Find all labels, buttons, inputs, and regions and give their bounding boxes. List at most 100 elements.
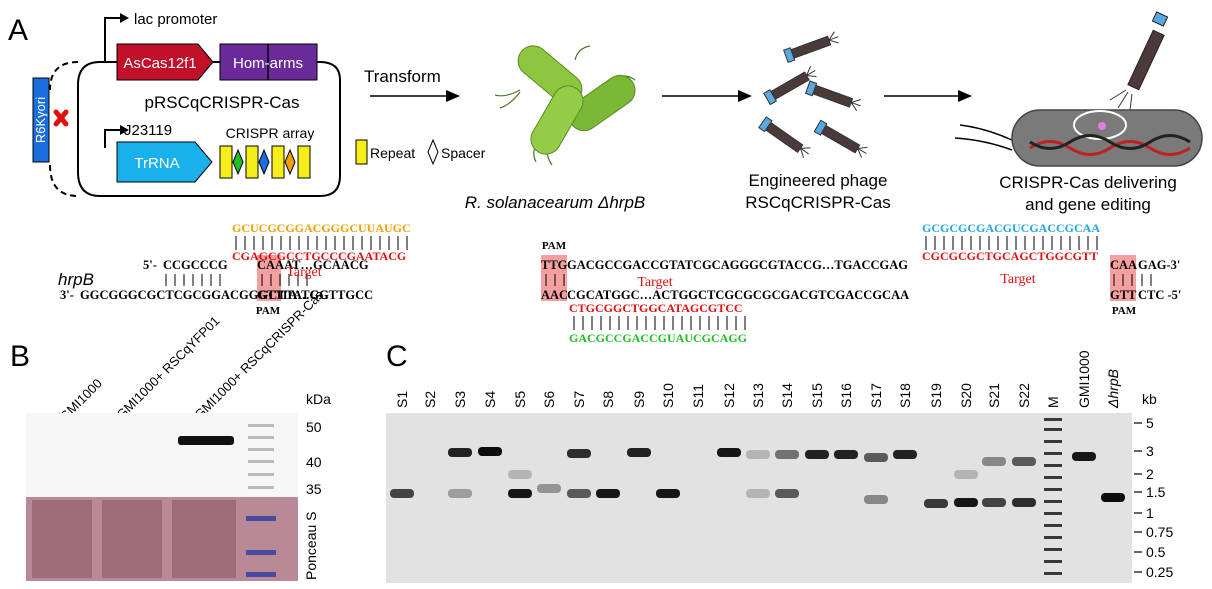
gel-band-12 [656,489,680,498]
gel-lane-label-14: S14 [779,383,795,408]
gel-lane-labels: S1S2S3S4S5S6S7S8S9S10S11S12S13S14S15S16S… [394,350,1121,409]
gel-band-27 [982,457,1006,466]
gel-band-22 [893,450,917,459]
dna-bottom-strand: 3'- GGCGGGCGCTCGCGGACGGGCTTATGG GTT TA…C… [60,288,1181,302]
guide-2-seq: GACGCCGACCGUAUCGCAGG [569,331,747,345]
gel-lane-label-19: S19 [928,383,944,408]
panel-label-b: B [10,340,30,373]
target-2-label: Target [637,275,672,290]
spacer-2 [259,150,269,174]
gel-lane-label-20: S20 [958,383,974,408]
panel-label-c: C [386,340,408,373]
legend-repeat-label: Repeat [370,145,415,161]
gel-marker-0.25: 0.25 [1146,564,1173,580]
gel-ladder-band-5 [1044,464,1062,467]
gel-marker-0.75: 0.75 [1146,524,1173,540]
transform-arrowhead-icon [446,90,460,102]
spacer-1 [233,150,243,174]
gel-band-10 [596,489,620,498]
gene-label: hrpB [58,270,94,289]
gel-band-8 [567,449,591,458]
target-1-label: Target [286,265,321,280]
repeat-3 [272,146,284,178]
target-1-seq: CGAGCGCCTGCCCGAATACG [232,249,406,263]
top-pam: TTG [541,258,568,272]
gel-band-6 [508,470,532,479]
repeat-1 [220,146,232,178]
guide-3-ticks [926,236,1097,250]
pam-label-2: PAM [542,240,567,252]
guide-1-ticks [236,236,407,250]
blot-kda-label: kDa [306,391,331,407]
bottom-pam-2: AAC [541,288,568,302]
target-3-seq: CGCGCGCTGCAGCTGGCGTT [922,249,1098,263]
gel-band-2 [448,448,472,457]
gel-marker-labels: 5321.510.750.50.25 [1134,415,1173,580]
ascas12f1-label: AsCas12f1 [123,55,196,72]
crispr-array-label: CRISPR array [226,125,315,141]
crispr-array [220,146,310,178]
gel-ladder-band-4 [1044,452,1062,455]
gel-ladder-band-1 [1044,418,1062,421]
strain-label: R. solanacearum ΔhrpB [465,193,646,212]
gel-lane-label-12: S12 [721,383,737,408]
pam-label-1: PAM [256,305,281,317]
gel-lane-label-16: S16 [838,383,854,408]
repeat-4 [298,146,310,178]
dashed-link-bottom [50,165,78,196]
gel-ladder-band-9 [1044,512,1062,515]
gel-band-4 [478,447,502,456]
hom-arms-label: Hom-arms [233,55,303,72]
bottom-seg-3: CGCATGGC…ACTGGCTCGCGCGCGACGTCGACCGCAA [567,288,909,302]
cas-protein-band [178,436,234,445]
phage-label-line1: Engineered phage [749,171,888,190]
gel-band-26 [982,498,1006,507]
ponceau-label: Ponceau S [303,512,319,581]
blot-lane-labels: GMI1000 GMI1000+ RSCqYFP01 GMI1000+ RSCq… [57,287,327,424]
bacterial-cell [955,110,1202,166]
gel-band-19 [834,450,858,459]
arrow-to-phage-head-icon [738,90,752,102]
bottom-pam-1: GTT [257,288,284,302]
gel-lane-label-25: ΔhrpB [1105,369,1121,409]
gel-lane-label-13: S13 [750,383,766,408]
gel-lane-label-4: S4 [482,391,498,408]
bottom-seg-2: TA…CGTTGCC [281,288,373,302]
gel-lane-label-11: S11 [690,384,706,408]
spacer-3 [285,150,295,174]
lac-promoter-label: lac promoter [134,11,217,28]
gel-ladder-band-2 [1044,428,1062,431]
blot-marker-40: 40 [306,454,322,470]
arrow-to-cell-head-icon [958,90,972,102]
gel-lane-label-24: GMI1000 [1076,350,1092,408]
ponceau-lanes [32,500,236,578]
transform-label: Transform [364,67,441,86]
gel-ladder-band-6 [1044,476,1062,479]
bacteria-cluster [495,40,641,165]
gel-lane-label-18: S18 [897,383,913,408]
infecting-phage [1110,12,1168,110]
top-five-prime: 5'- [143,258,157,272]
guide-3-seq: GCGCGCGACGUCGACCGCAA [922,221,1100,235]
gel-band-1 [390,489,414,498]
gel-ladder-band-11 [1044,536,1062,539]
top-seg-1: CCGCCCG [163,258,228,272]
gel-lane-label-9: S9 [631,391,647,408]
r6k-ori-label: R6Kγori [33,97,48,143]
guide-1-seq: GCUCGCGGACGGGCUUAUGC [232,221,411,235]
phage-cluster [759,31,870,160]
gel-marker-1: 1 [1146,505,1154,521]
gel-marker-2: 2 [1146,466,1154,482]
gel-band-28 [1012,498,1036,507]
blot-marker-35: 35 [306,481,322,497]
gel-lane-label-1: S1 [394,391,410,408]
gel-band-15 [746,489,770,498]
legend-spacer-label: Spacer [441,145,486,161]
trrna-label: TrRNA [134,155,179,172]
gel-marker-5: 5 [1146,415,1154,431]
gel-band-11 [627,448,651,457]
gel-band-23 [924,499,948,508]
gel-lane-label-21: S21 [986,383,1002,408]
gel-lane-label-7: S7 [571,391,587,408]
